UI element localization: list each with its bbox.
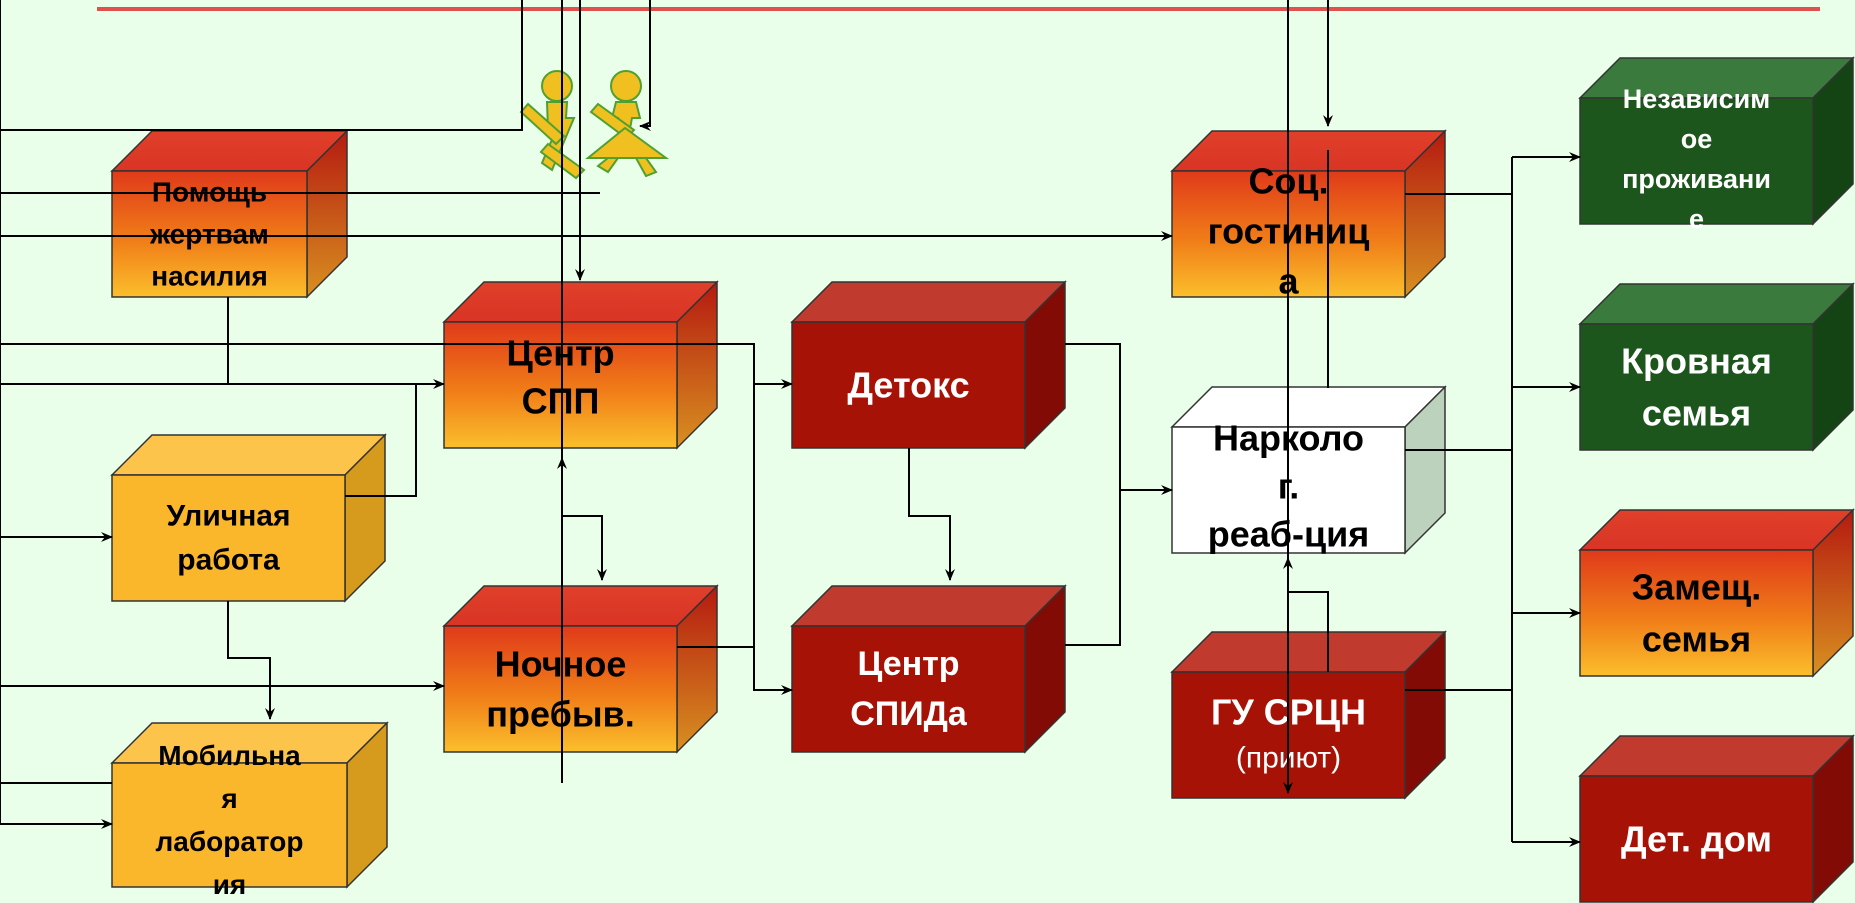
orphanage-box: Дет. дом (1578, 734, 1855, 903)
boy-icon (519, 70, 586, 180)
foster-family-front-face (1579, 549, 1814, 677)
orphanage-top-face (1578, 735, 1855, 777)
orphanage-front-face (1579, 775, 1814, 903)
street-work-top-face (110, 434, 387, 476)
connector-line (561, 0, 607, 581)
aids-center-front-face (791, 625, 1026, 753)
street-work-label-line: Уличная (167, 500, 291, 533)
detox-front-face (791, 321, 1026, 449)
connector-line (1065, 343, 1121, 646)
night-stay-front-face (443, 625, 678, 753)
help-victims-label-line: насилия (151, 261, 268, 292)
aids-center-label-line: Центр (857, 645, 959, 683)
night-stay-box: Ночное пребыв. (442, 584, 719, 754)
detox-box: Детокс (790, 280, 1067, 450)
connector-line (0, 343, 793, 695)
blood-family-front-face (1579, 323, 1814, 451)
night-stay-top-face (442, 585, 719, 627)
aids-center-top-face (790, 585, 1067, 627)
connector-line (639, 0, 651, 131)
detox-top-face (790, 281, 1067, 323)
mobile-lab-label-line: ия (213, 869, 247, 900)
connector-line (0, 0, 523, 131)
independent-living-front-face (1579, 97, 1814, 225)
help-victims-top-face (110, 130, 349, 172)
connector-line (1283, 557, 1329, 672)
mobile-lab-label-line: лаборатор (156, 826, 304, 857)
connector-line (908, 448, 955, 581)
independent-living-label-line: е (1689, 204, 1704, 234)
independent-living-label-line: проживани (1622, 164, 1771, 194)
foster-family-label-line: семья (1642, 619, 1751, 660)
people-figures (519, 70, 670, 180)
blood-family-label-line: семья (1642, 393, 1751, 434)
mobile-lab-front-face (111, 762, 348, 888)
night-stay-label-line: пребыв. (486, 694, 634, 735)
street-work-label-line: работа (177, 544, 280, 577)
connector-line (227, 601, 275, 720)
street-work-box: Уличная работа (110, 433, 387, 603)
independent-living-box: Независим ое проживани е (1578, 56, 1855, 234)
orphanage-label-line: Дет. дом (1621, 819, 1772, 860)
boxes-layer: ПомощьжертвамнасилияУличнаяработаМобильн… (110, 56, 1855, 903)
night-stay-label-line: Ночное (495, 644, 627, 685)
help-victims-label-line: жертвам (149, 219, 269, 250)
blood-family-box: Кровная семья (1578, 282, 1855, 452)
mobile-lab-label-line: Мобильна (158, 740, 301, 771)
blood-family-label-line: Кровная (1621, 341, 1772, 382)
street-work-front-face (111, 474, 346, 602)
foster-family-top-face (1578, 509, 1855, 551)
foster-family-label-line: Замещ. (1632, 567, 1762, 608)
blood-family-top-face (1578, 283, 1855, 325)
girl-icon (585, 70, 670, 178)
detox-label-line: Детокс (847, 365, 969, 406)
mobile-lab-box: Мобильна я лаборатор ия (110, 721, 389, 900)
center-spp-label-line: СПП (522, 381, 600, 422)
connector-lines (0, 0, 1581, 847)
independent-living-label-line: Независим (1623, 84, 1770, 114)
gu-srcn-top-face (1170, 631, 1447, 673)
center-spp-label-line: Центр (506, 333, 614, 374)
connector-line (345, 384, 417, 497)
aids-center-label-line: СПИДа (850, 695, 968, 733)
independent-living-label-line: ое (1681, 124, 1713, 154)
center-spp-top-face (442, 281, 719, 323)
gu-srcn-box: ГУ СРЦН(приют) (1170, 630, 1447, 800)
foster-family-box: Замещ. семья (1578, 508, 1855, 678)
mobile-lab-label-line: я (220, 783, 237, 814)
